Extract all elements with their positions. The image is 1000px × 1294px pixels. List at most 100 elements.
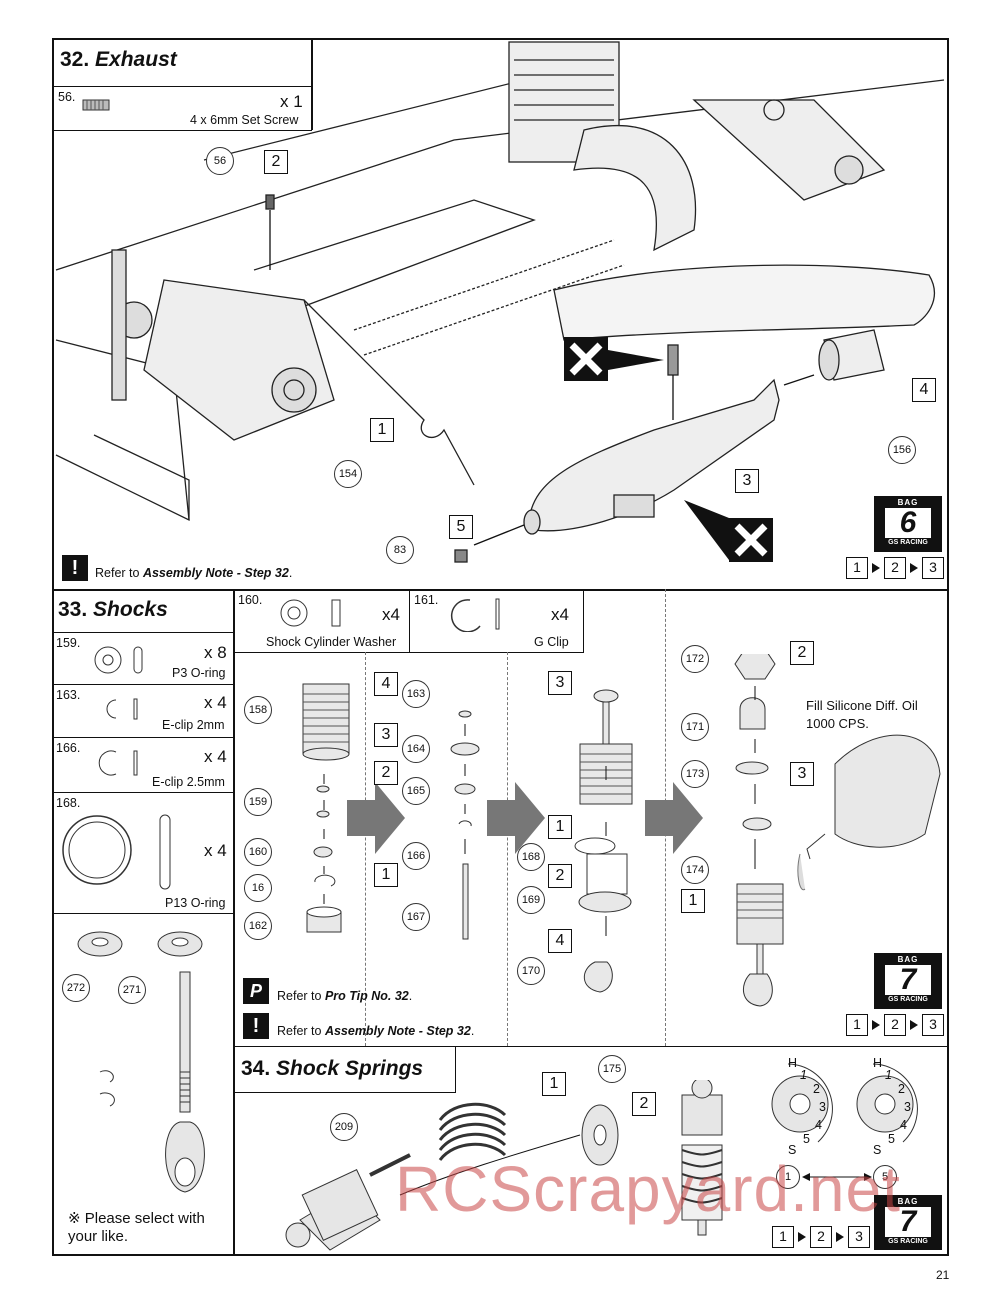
dial1-label-1: 1 [800,1068,807,1082]
step33-col3-stepbox-4: 4 [548,929,572,953]
callout-169: 169 [517,886,545,914]
bag-7-badge-step34: BAG 7 GS RACING [874,1195,942,1250]
dial1-label-2: 2 [813,1082,820,1096]
watermark: RCScrapyard.net [395,1153,901,1225]
top-part-right [583,589,584,652]
step32-stepbox-5: 5 [449,515,473,539]
step32-sequence: 1 2 3 [846,557,944,579]
step34-title-bottom [233,1092,456,1093]
washer-icon [280,599,341,627]
part-161-qty: x4 [551,605,569,624]
step33-title-bottom [52,632,234,633]
step33-protip: Refer to Pro Tip No. 32. [277,989,413,1003]
top-part-divider [409,589,410,652]
part-row-divider-1 [52,684,234,685]
e-clip-large-icon [98,750,138,776]
alt-note: ※ Please select with your like. [68,1210,205,1245]
step33-note: Refer to Assembly Note - Step 32. [277,1024,475,1038]
callout-167: 167 [402,903,430,931]
callout-165: 165 [402,777,430,805]
range-arrow-icon [802,1173,872,1181]
range-from: 1 [776,1165,800,1189]
part-161-id: 161. [414,593,439,607]
part-56-name: 4 x 6mm Set Screw [190,113,299,127]
shock-assembly-illustration [302,654,941,1007]
callout-156: 156 [888,436,916,464]
header-box-32-mid [52,86,312,87]
callout-272: 272 [62,974,90,1002]
g-clip-icon [450,598,500,632]
callout-83: 83 [386,536,414,564]
dial2-label-5: 5 [888,1132,895,1146]
part-159-qty: x 8 [204,643,227,662]
dial1-label-h: H [788,1056,798,1070]
header-box-32-right [311,38,313,130]
step33-col4-stepbox-3: 3 [790,762,814,786]
part-159-id: 159. [56,636,81,650]
col-dash-2 [507,652,508,1046]
divider-32-33 [52,589,949,591]
callout-158: 158 [244,696,272,724]
callout-162: 162 [244,912,272,940]
dial1-label-s: S [788,1143,797,1157]
step33-col3-stepbox-2: 2 [548,864,572,888]
callout-160: 160 [244,838,272,866]
step34-stepbox-1: 1 [542,1072,566,1096]
part-163-name: E-clip 2mm [162,718,225,732]
part-row-divider-2 [52,737,234,738]
step33-col3-stepbox-1: 1 [548,815,572,839]
callout-16: 16 [244,874,272,902]
callout-159: 159 [244,788,272,816]
pro-tip-icon: P [243,978,269,1004]
o-ring-icon [94,646,143,674]
step33-heading: 33. Shocks [58,598,168,621]
step33-col2-stepbox-2: 2 [374,761,398,785]
dial2-label-1: 1 [885,1068,892,1082]
dial2-label-s: S [873,1143,882,1157]
step33-sequence: 1 2 3 [846,1014,944,1036]
page-number: 21 [936,1268,950,1282]
part-166-qty: x 4 [204,747,227,766]
step33-col2-stepbox-4: 4 [374,672,398,696]
callout-166: 166 [402,842,430,870]
page-frame [52,38,949,1256]
part-56-id: 56. [58,90,76,104]
step34-sequence: 1 2 3 [772,1226,870,1248]
part-168-name: P13 O-ring [165,896,226,910]
header-box-32-bottom [52,130,312,131]
fill-oil-note: Fill Silicone Diff. Oil 1000 CPS. [806,698,918,731]
dial1-label-5: 5 [803,1132,810,1146]
step33-col2-stepbox-1: 1 [374,863,398,887]
warning-icon: ! [62,555,88,581]
step32-stepbox-4: 4 [912,378,936,402]
alt-parts-illustration [77,931,205,1193]
warning-icon: ! [243,1013,269,1039]
bag-6-badge: BAG 6 GS RACING [874,496,942,552]
callout-173: 173 [681,760,709,788]
dial2-label-2: 2 [898,1082,905,1096]
large-o-ring-icon [62,814,171,890]
dial2-label-h: H [873,1056,883,1070]
step33-col3-stepbox-3: 3 [548,671,572,695]
part-row-divider-4 [52,913,234,914]
callout-175: 175 [598,1055,626,1083]
top-part-bottom [233,652,584,653]
callout-168: 168 [517,843,545,871]
step32-number: 32. [60,48,90,71]
part-166-id: 166. [56,741,81,755]
step32-heading: 32. Exhaust [60,48,177,72]
part-56-qty: x 1 [280,92,303,111]
dial1-label-4: 4 [815,1118,822,1132]
part-168-qty: x 4 [204,841,227,860]
step34-heading: 34. Shock Springs [241,1057,424,1080]
dial2-label-4: 4 [900,1118,907,1132]
exhaust-illustration [55,41,945,563]
callout-271: 271 [118,976,146,1004]
col-dash-1 [365,652,366,1046]
step33-left-col-border [233,589,235,1256]
part-161-name: G Clip [534,635,569,649]
step34-top [233,1046,949,1047]
step33-col4-stepbox-2: 2 [790,641,814,665]
step32-stepbox-3: 3 [735,469,759,493]
step32-note: Refer to Assembly Note - Step 32. [95,566,293,580]
